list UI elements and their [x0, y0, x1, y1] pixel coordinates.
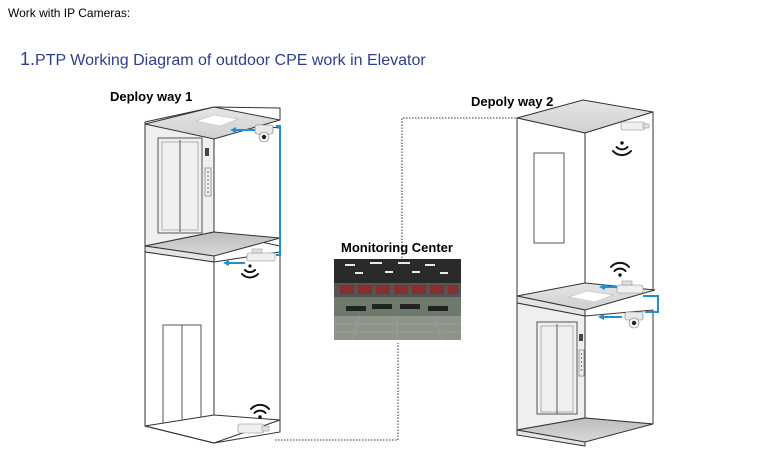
title-text: PTP Working Diagram of outdoor CPE work …	[35, 52, 426, 69]
arrow-1a	[230, 127, 236, 133]
cpe-device-icon	[246, 248, 276, 262]
arrow-1b	[223, 260, 229, 266]
wifi-bottom-icon	[250, 403, 270, 419]
dome-camera-car2-icon	[624, 311, 644, 329]
car2-indicator	[579, 334, 583, 341]
cabling-dotted-lines	[275, 117, 519, 441]
ethernet-link-2	[604, 286, 659, 318]
shaft2-left-wall	[516, 117, 586, 297]
car2-door-inner	[540, 325, 574, 413]
car2-light-panel	[567, 290, 615, 303]
page-header: Work with IP Cameras:	[8, 6, 131, 20]
shaft1-left-wall	[144, 251, 215, 444]
car1-light-panel	[194, 114, 240, 127]
car1-door-inner	[161, 141, 199, 231]
shaft1-pit-edge	[144, 425, 215, 444]
car1-indicator	[205, 148, 209, 156]
ethernet-link-1	[229, 125, 281, 264]
elevator-1	[144, 106, 281, 444]
shaft1-right-wall	[213, 251, 281, 444]
cpe-device-top-icon	[620, 121, 650, 131]
arrow-2b	[598, 314, 604, 320]
monitoring-center-photo	[334, 259, 461, 341]
diagram-title: 1.PTP Working Diagram of outdoor CPE wor…	[20, 49, 426, 70]
dome-camera-icon	[254, 124, 274, 143]
elevator-2	[516, 99, 659, 447]
car1-side-wall	[213, 121, 281, 247]
cpe-device-bottom-icon	[237, 423, 270, 434]
car2-floor-front	[516, 429, 586, 447]
label-deploy-way-2: Depoly way 2	[471, 94, 554, 109]
car2-panel-dots	[580, 353, 583, 371]
cpe-device-car2-icon	[616, 280, 644, 294]
car2-button-panel	[578, 349, 585, 377]
car1-door-frame	[157, 137, 203, 234]
title-number: 1.	[20, 49, 36, 69]
wifi-car2-icon	[610, 261, 630, 277]
car1-panel-dots	[207, 171, 209, 193]
wifi-top-icon	[612, 141, 632, 157]
car2-side-wall	[584, 309, 654, 425]
arrow-2a	[599, 284, 605, 290]
label-deploy-way-1: Deploy way 1	[110, 89, 193, 104]
label-monitoring-center: Monitoring Center	[341, 240, 453, 255]
wifi-icon	[241, 264, 259, 279]
landing-door-2	[533, 152, 565, 244]
car1-button-panel	[204, 167, 212, 197]
